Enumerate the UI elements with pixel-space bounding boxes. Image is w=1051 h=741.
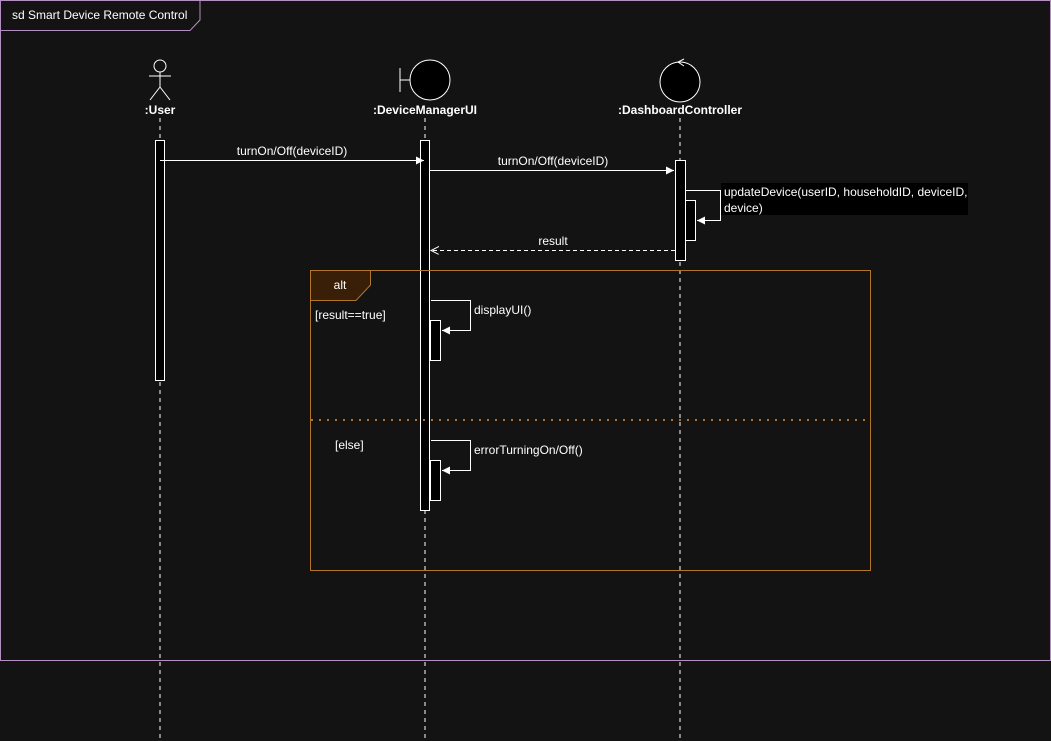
activation-user: [155, 140, 165, 381]
message-turnon-user-to-ui: turnOn/Off(deviceID): [160, 144, 424, 165]
activations: [155, 140, 696, 511]
message-label: displayUI(): [474, 303, 531, 317]
boundary-icon: [399, 59, 451, 101]
activation-dashboard-self: [685, 200, 696, 241]
message-displayui-self: displayUI(): [431, 300, 531, 335]
fragment-guard-else: [else]: [335, 438, 364, 452]
message-label-line1: updateDevice(userID, householdID, device…: [724, 185, 967, 199]
message-label: errorTurningOn/Off(): [474, 443, 583, 457]
message-updatedevice-self: updateDevice(userID, householdID, device…: [686, 183, 968, 225]
fragment-guard-true: [result==true]: [315, 308, 386, 322]
message-error-self: errorTurningOn/Off(): [431, 440, 583, 475]
activation-dashboardcontroller: [675, 160, 686, 261]
activation-error-self: [430, 460, 441, 501]
actor-head-icon: [153, 59, 167, 73]
participant-dashboardcontroller-label: :DashboardController: [618, 103, 742, 117]
message-result-return: result: [431, 234, 675, 251]
activation-devicemanagerui: [420, 140, 430, 511]
message-label-line2: device): [724, 201, 763, 215]
message-label: result: [538, 234, 568, 248]
frame-title: sd Smart Device Remote Control: [12, 8, 187, 22]
alt-fragment: alt [result==true] [else]: [310, 270, 871, 571]
message-label: turnOn/Off(deviceID): [498, 154, 608, 168]
message-label: turnOn/Off(deviceID): [237, 144, 347, 158]
participant-user-label: :User: [145, 103, 176, 117]
control-icon: [659, 58, 701, 103]
activation-displayui-self: [430, 320, 441, 361]
fragment-operator: alt: [334, 278, 347, 292]
message-turnon-ui-to-controller: turnOn/Off(deviceID): [430, 154, 674, 175]
participant-devicemanagerui-label: :DeviceManagerUI: [373, 103, 477, 117]
actor-user: [149, 59, 171, 101]
